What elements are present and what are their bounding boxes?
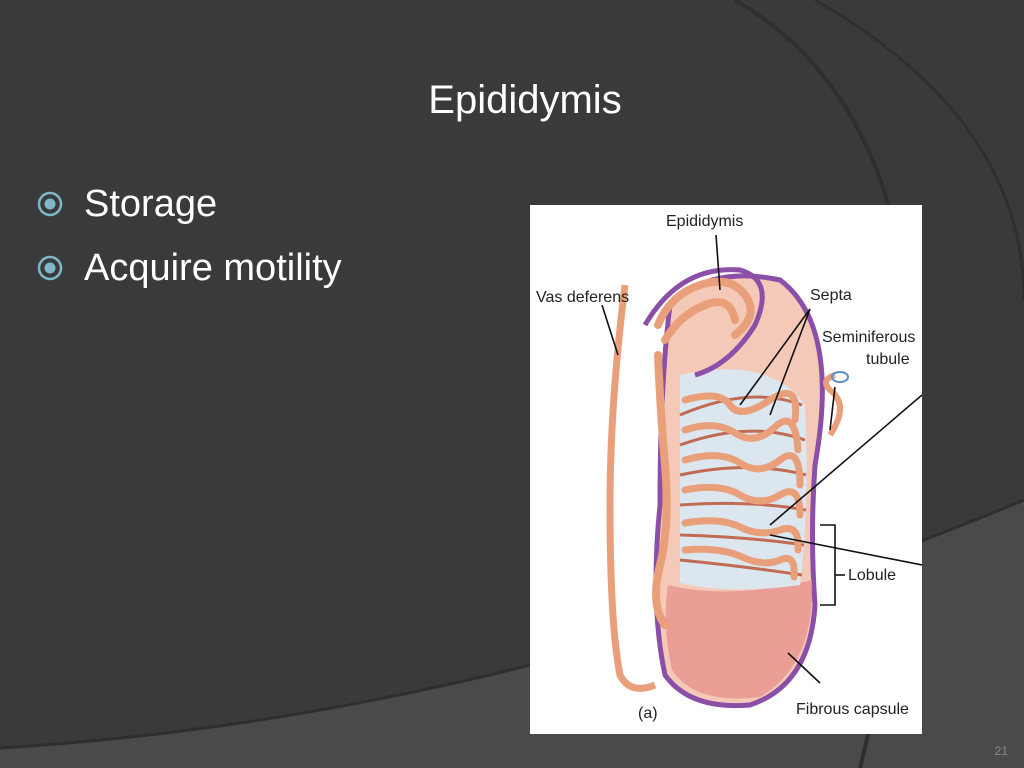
diagram-illustration — [601, 234, 922, 709]
bullet-item-motility: Acquire motility — [36, 236, 342, 300]
label-epididymis: Epididymis — [666, 213, 744, 230]
radio-bullet-icon — [37, 255, 63, 281]
label-vas-deferens: Vas deferens — [536, 289, 630, 306]
bullet-text: Storage — [84, 183, 218, 225]
slide-title: Epididymis — [428, 78, 622, 122]
bullet-item-storage: Storage — [36, 172, 342, 236]
bullet-text: Acquire motility — [84, 247, 342, 289]
label-septa: Septa — [810, 287, 852, 304]
bullet-list: Storage Acquire motility — [36, 172, 342, 300]
label-panel-a: (a) — [638, 705, 658, 722]
label-lobule: Lobule — [848, 567, 897, 584]
testis-epididymis-diagram: Epididymis Vas deferens Septa Seminifero… — [530, 205, 922, 734]
label-fibrous-capsule: Fibrous capsule — [796, 701, 909, 718]
slide-number: 21 — [994, 744, 1008, 758]
label-seminiferous: Seminiferous — [822, 329, 916, 346]
label-tubule: tubule — [866, 351, 910, 368]
radio-bullet-icon — [37, 191, 63, 217]
